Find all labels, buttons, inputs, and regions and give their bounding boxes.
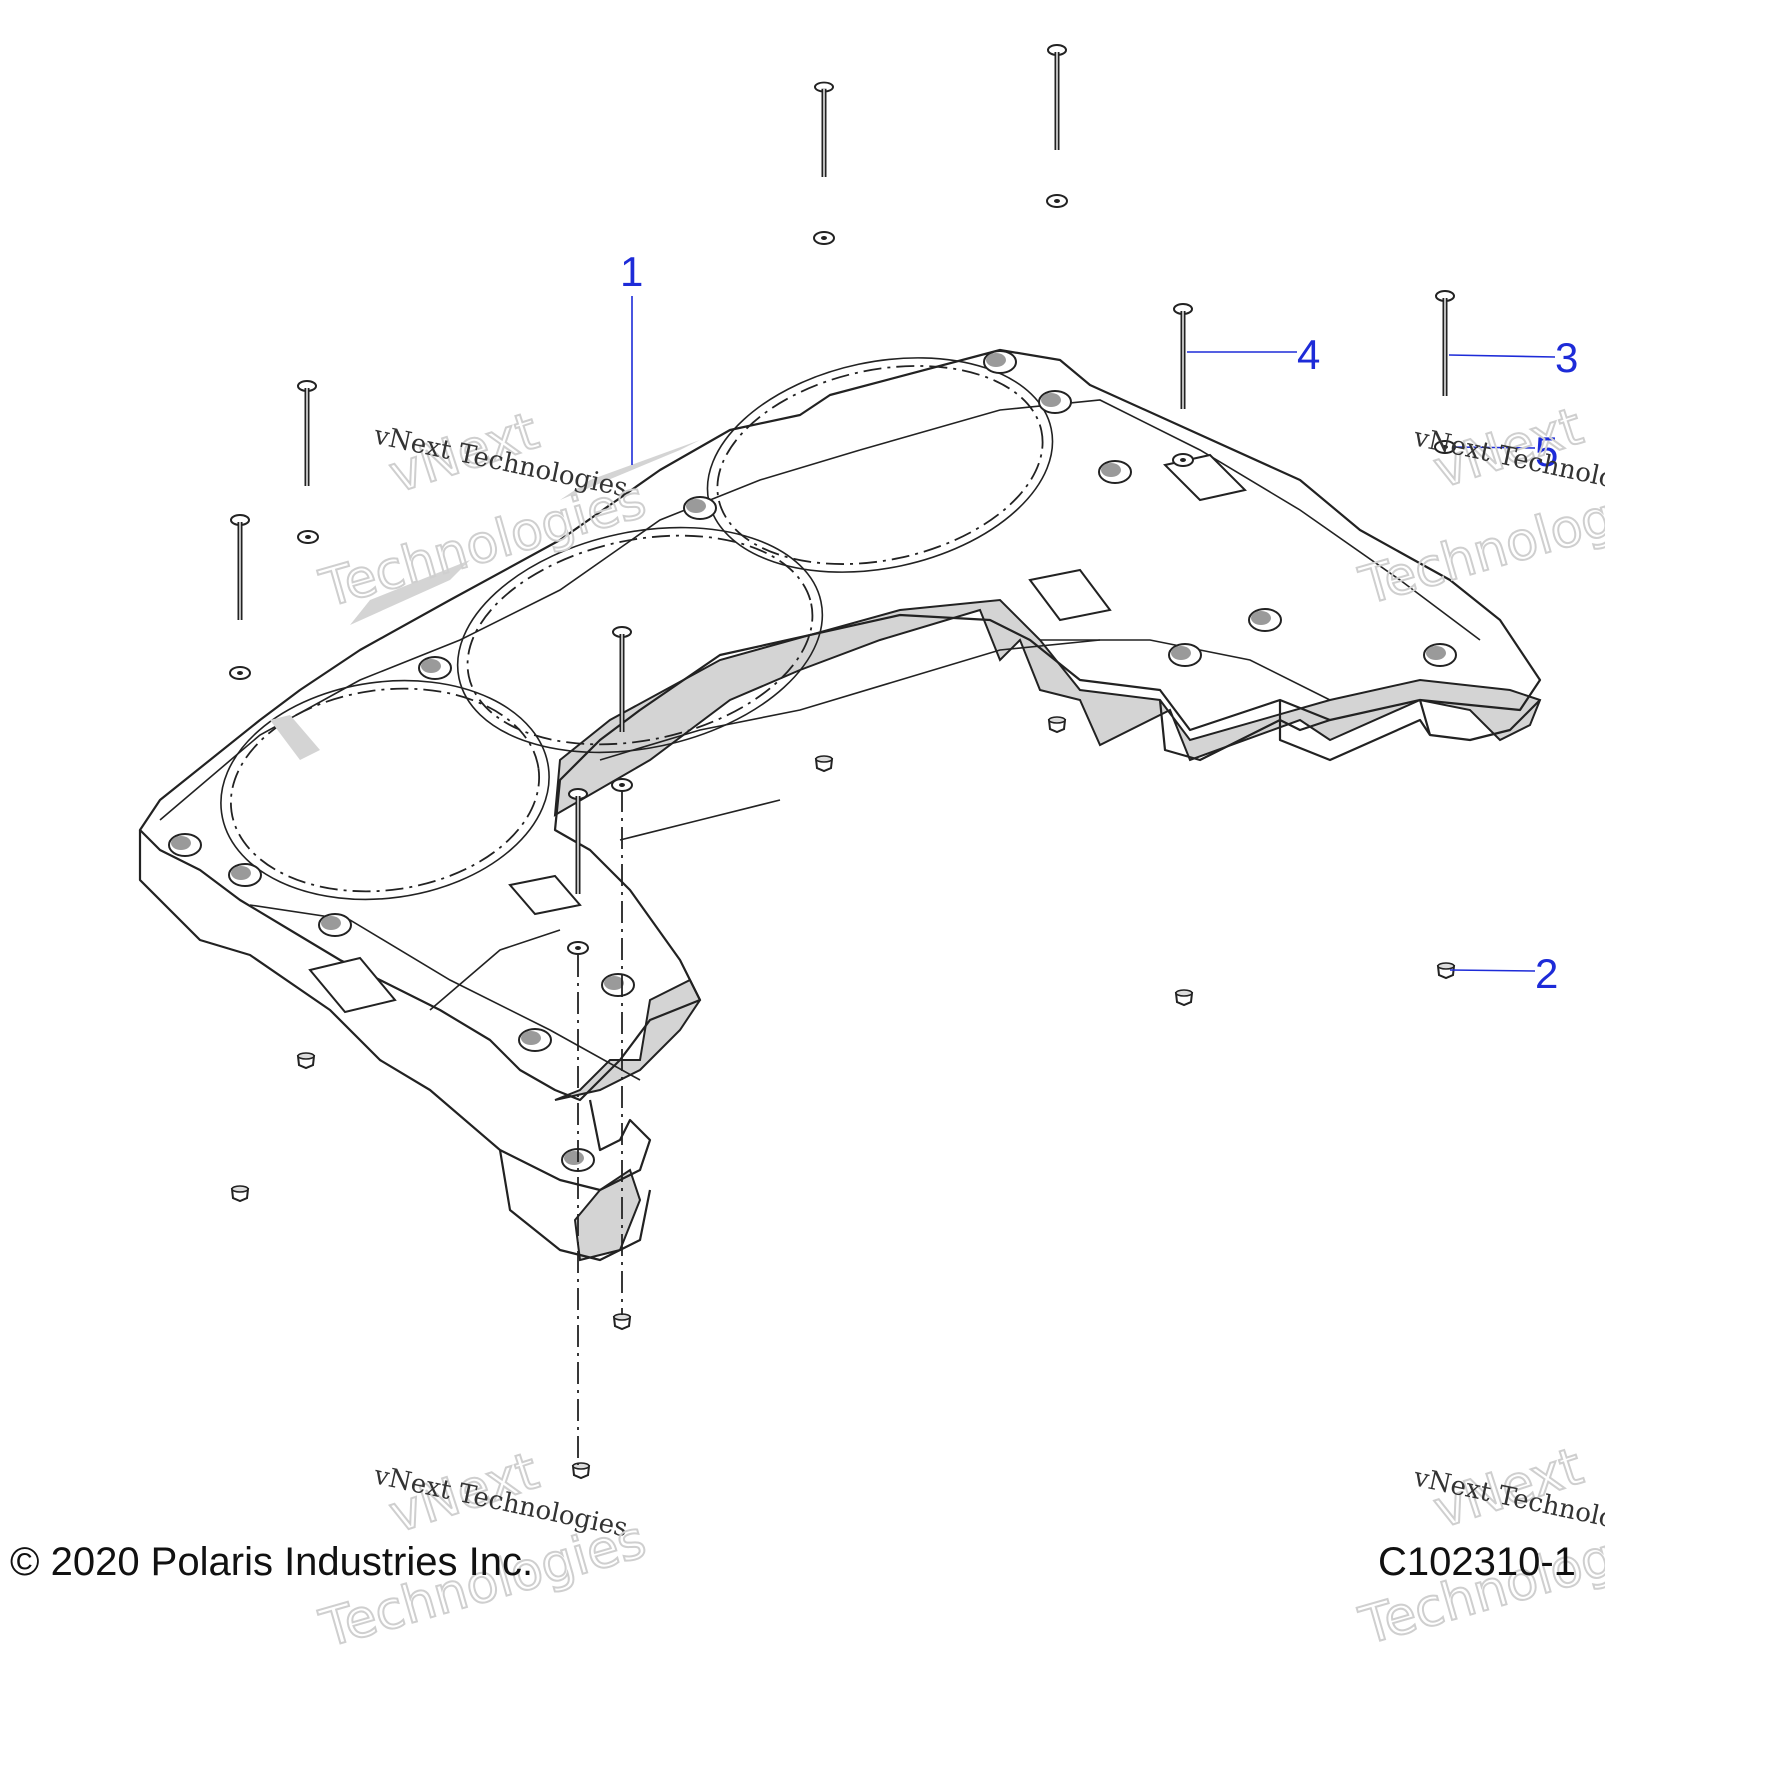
centerlines [577, 790, 623, 1465]
rack-outline [138, 348, 1542, 1262]
rack-recess-solid [220, 357, 1054, 901]
rack-holes [168, 350, 1457, 1172]
nuts [231, 716, 1455, 1479]
copyright-text: © 2020 Polaris Industries Inc. [10, 1540, 534, 1584]
callout-3-label: 3 [1555, 334, 1578, 381]
callout-4: 4 [1187, 331, 1320, 378]
callout-1-label: 1 [620, 248, 643, 295]
callout-5: 5 [1452, 428, 1558, 475]
callout-4-label: 4 [1297, 331, 1320, 378]
right-mask [1605, 0, 1792, 1792]
callout-2: 2 [1449, 950, 1558, 997]
callout-3: 3 [1448, 334, 1578, 381]
drawing-number: C102310-1 [1378, 1540, 1576, 1584]
callout-1: 1 [620, 248, 643, 465]
callout-5-label: 5 [1535, 428, 1558, 475]
rack-surface-shade [270, 440, 700, 760]
callout-2-label: 2 [1535, 950, 1558, 997]
watermark-big-2: Technologies [314, 470, 653, 620]
rack-side-shading [553, 598, 1542, 1262]
rack-recesses [229, 365, 1044, 893]
